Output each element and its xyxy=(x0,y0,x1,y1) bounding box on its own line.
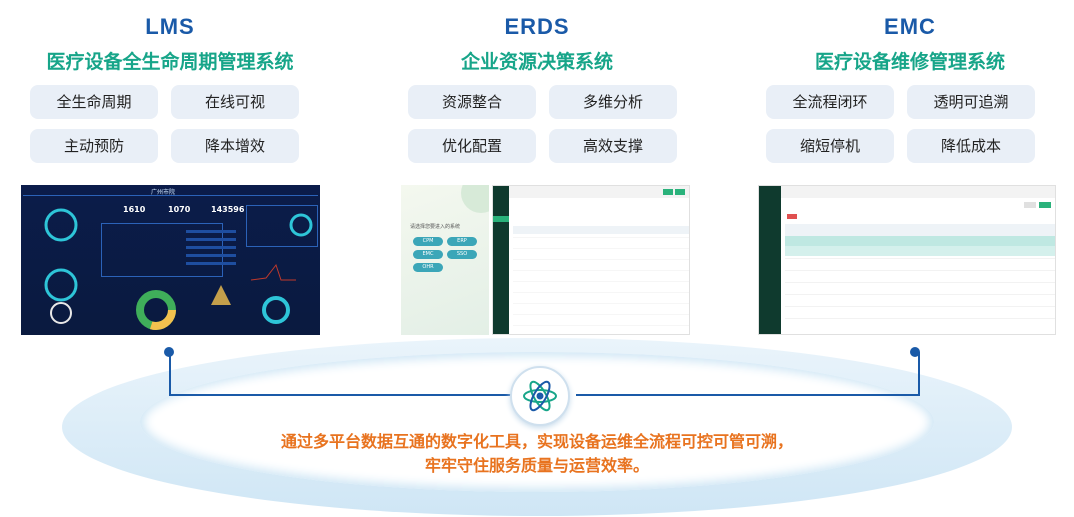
feature-lms-2: 在线可视 xyxy=(171,85,299,119)
erds-btn-cpm[interactable]: CPM xyxy=(413,237,443,246)
feature-lms-4: 降本增效 xyxy=(171,129,299,163)
connector-dot-right xyxy=(910,347,920,357)
system-code-lms: LMS xyxy=(145,14,195,39)
feature-lms-1: 全生命周期 xyxy=(30,85,158,119)
feature-erds-4: 高效支撑 xyxy=(549,129,677,163)
system-name-erds: 企业资源决策系统 xyxy=(460,51,613,73)
connector-dot-left xyxy=(164,347,174,357)
erds-table-screenshot xyxy=(492,185,690,335)
atom-icon xyxy=(510,366,570,426)
dashboard-stat-3: 143596 xyxy=(211,205,245,214)
feature-erds-3: 优化配置 xyxy=(408,129,536,163)
summary-line-2: 牢牢守住服务质量与运营效率。 xyxy=(424,456,649,475)
feature-lms-3: 主动预防 xyxy=(30,129,158,163)
summary-line-1: 通过多平台数据互通的数字化工具，实现设备运维全流程可控可管可溯， xyxy=(280,432,793,451)
feature-erds-2: 多维分析 xyxy=(549,85,677,119)
erds-btn-emc[interactable]: EMC xyxy=(413,250,443,259)
feature-erds-1: 资源整合 xyxy=(408,85,536,119)
system-name-emc: 医疗设备维修管理系统 xyxy=(814,51,1005,73)
feature-emc-2: 透明可追溯 xyxy=(907,85,1035,119)
connector-left xyxy=(169,352,511,396)
emc-table-screenshot xyxy=(758,185,1056,335)
erds-btn-ohr[interactable]: OHR xyxy=(413,263,443,272)
connector-right xyxy=(576,352,920,396)
system-code-erds: ERDS xyxy=(504,14,570,39)
dashboard-stat-2: 1070 xyxy=(168,205,191,214)
lms-dashboard-screenshot: 广州市院 1610 1070 143596 xyxy=(21,185,320,335)
erds-btn-sso[interactable]: SSO xyxy=(447,250,477,259)
system-code-emc: EMC xyxy=(884,14,936,39)
feature-emc-3: 缩短停机 xyxy=(766,129,894,163)
feature-emc-4: 降低成本 xyxy=(907,129,1035,163)
erds-login-prompt: 请选择您要进入的系统 xyxy=(410,224,461,230)
erds-btn-erp[interactable]: ERP xyxy=(447,237,477,246)
dashboard-stat-1: 1610 xyxy=(123,205,146,214)
dashboard-title: 广州市院 xyxy=(151,189,176,196)
feature-emc-1: 全流程闭环 xyxy=(766,85,894,119)
erds-login-screenshot: 请选择您要进入的系统 CPM ERP EMC SSO OHR xyxy=(401,185,489,335)
system-name-lms: 医疗设备全生命周期管理系统 xyxy=(46,51,294,73)
